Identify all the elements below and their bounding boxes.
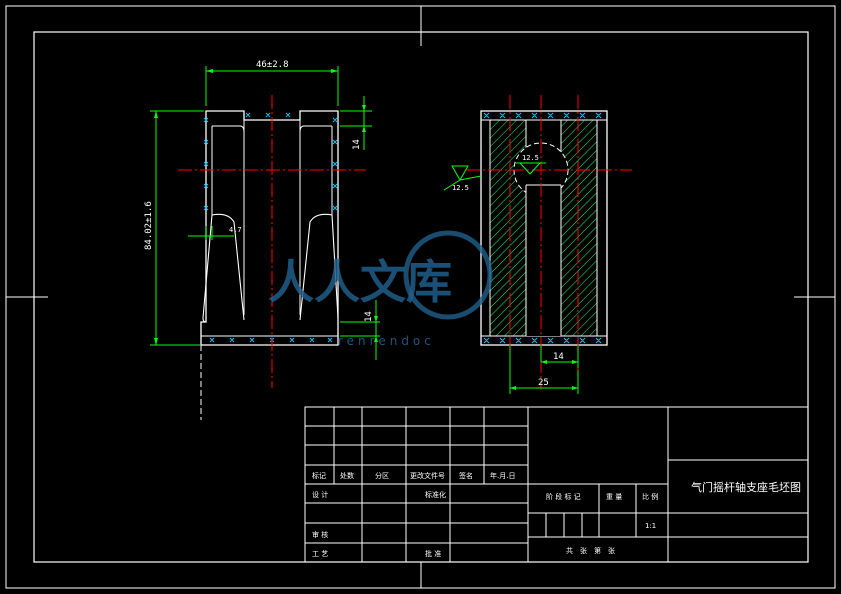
tb-header-zone: 分区 xyxy=(375,471,389,480)
dim-bottom-14: 14 xyxy=(364,311,374,322)
tb-design-label: 设 计 xyxy=(312,490,328,499)
dim-width-46: 46±2.8 xyxy=(256,60,289,70)
tb-header-count: 处数 xyxy=(340,471,354,480)
dim-outer-25: 25 xyxy=(538,378,549,388)
right-view-outline xyxy=(480,110,608,346)
right-view: 12.5 12.5 14 25 xyxy=(443,95,632,394)
tb-weight-label: 重 量 xyxy=(606,493,622,501)
title-block-text: 标记 处数 分区 更改文件号 签名 年.月.日 设 计 标准化 审 核 工 艺 … xyxy=(312,471,801,558)
watermark-main: 人人文库 xyxy=(268,255,452,309)
roughness-side: 12.5 xyxy=(452,184,469,192)
left-view-outline xyxy=(200,110,339,346)
dim-wall-4-7: 4.7 xyxy=(229,226,242,234)
tb-std-label: 标准化 xyxy=(425,490,446,499)
tb-stage-label: 阶 段 标 记 xyxy=(546,492,581,501)
tb-process-label: 工 艺 xyxy=(312,550,328,558)
tb-header-mark: 标记 xyxy=(312,471,326,480)
tb-header-change-doc: 更改文件号 xyxy=(410,471,445,480)
tb-header-date: 年.月.日 xyxy=(490,471,515,480)
tb-scale-label: 比 例 xyxy=(642,492,658,501)
dim-height-84: 84.02±1.6 xyxy=(144,201,154,250)
title-block xyxy=(304,406,809,563)
watermark-sub: renrendoc xyxy=(338,334,435,348)
tb-header-sign: 签名 xyxy=(459,471,473,480)
dim-inner-14: 14 xyxy=(553,352,564,362)
left-view: 46±2.8 84.02±1.6 14 14 4.7 xyxy=(144,60,380,420)
tb-approve-label: 批 准 xyxy=(425,549,441,558)
watermark: 人人文库 renrendoc xyxy=(268,230,493,348)
tb-check-label: 审 核 xyxy=(312,530,328,539)
drawing-title: 气门摇杆轴支座毛坯图 xyxy=(691,480,801,494)
dim-top-14: 14 xyxy=(352,139,362,150)
roughness-circle: 12.5 xyxy=(522,154,539,162)
tb-sheet-info: 共 张 第 张 xyxy=(566,546,615,555)
tb-scale-value: 1:1 xyxy=(645,522,656,530)
